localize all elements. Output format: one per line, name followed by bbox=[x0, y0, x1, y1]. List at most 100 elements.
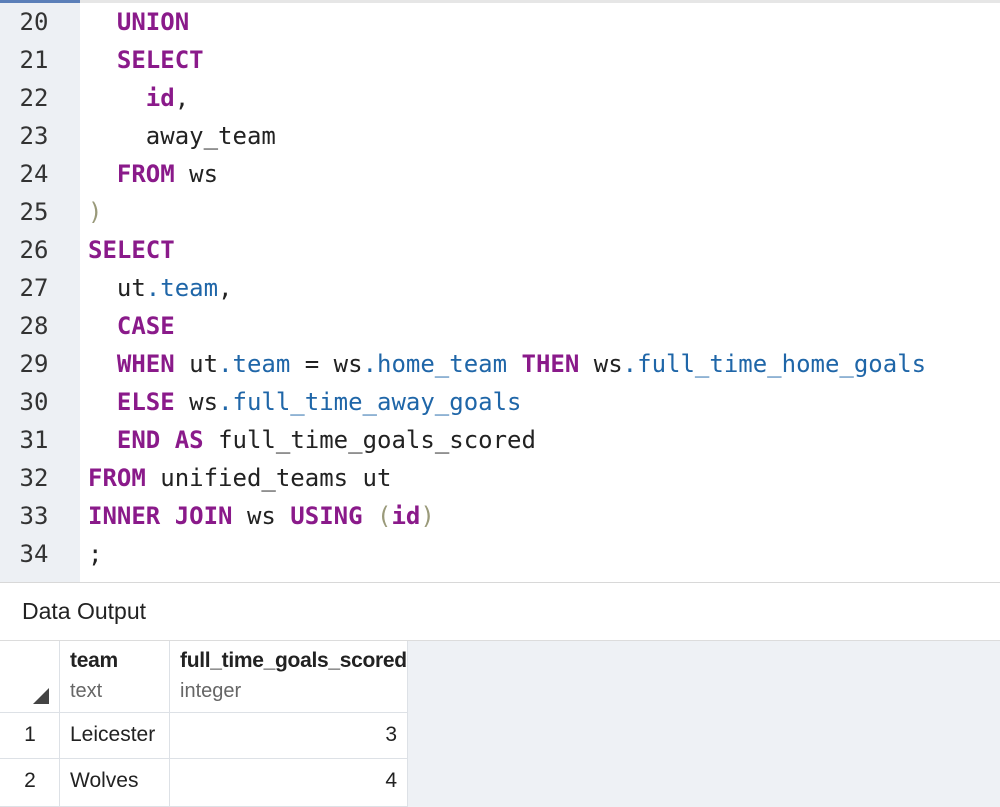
sql-token: ; bbox=[88, 540, 103, 568]
column-name: full_time_goals_scored bbox=[180, 649, 407, 672]
code-text: SELECT bbox=[88, 231, 175, 269]
line-number: 30 bbox=[19, 388, 49, 416]
column-type: integer bbox=[180, 680, 242, 702]
sql-keyword: INNER bbox=[88, 502, 161, 530]
sql-token: ws bbox=[174, 160, 219, 188]
sql-keyword: id bbox=[145, 84, 175, 112]
sql-property: .home_team bbox=[362, 350, 508, 378]
sql-keyword: AS bbox=[174, 426, 204, 454]
code-text: CASE bbox=[88, 307, 175, 345]
row-number-header[interactable] bbox=[0, 641, 60, 713]
code-line[interactable]: 30 ELSE ws.full_time_away_goals bbox=[0, 383, 1000, 421]
sql-token: ws bbox=[232, 502, 291, 530]
sql-keyword: JOIN bbox=[174, 502, 233, 530]
sql-keyword: CASE bbox=[116, 312, 175, 340]
sql-keyword: SELECT bbox=[116, 46, 204, 74]
sql-token: ut bbox=[88, 274, 146, 302]
line-number: 32 bbox=[19, 464, 49, 492]
code-text: FROM unified_teams ut bbox=[88, 459, 391, 497]
code-line[interactable]: 33 INNER JOIN ws USING (id) bbox=[0, 497, 1000, 535]
sql-token bbox=[507, 350, 521, 378]
code-line[interactable]: 22 id, bbox=[0, 79, 1000, 117]
sql-property: .full_time_home_goals bbox=[622, 350, 927, 378]
sql-token bbox=[88, 8, 117, 36]
code-text: away_team bbox=[88, 117, 276, 155]
column-header-full-time-goals-scored[interactable]: full_time_goals_scored integer bbox=[170, 641, 408, 713]
code-line[interactable]: 31 END AS full_time_goals_scored bbox=[0, 421, 1000, 459]
line-number: 31 bbox=[19, 426, 49, 454]
sql-token bbox=[363, 502, 377, 530]
sql-token: away_team bbox=[88, 122, 276, 150]
line-number: 27 bbox=[19, 274, 49, 302]
corner-resize-icon bbox=[33, 688, 49, 704]
table-cell-goals[interactable]: 3 bbox=[170, 713, 408, 759]
code-text: ut.team, bbox=[88, 269, 233, 307]
sql-token bbox=[160, 502, 174, 530]
sql-token: , bbox=[174, 84, 190, 112]
row-number: 2 bbox=[24, 769, 36, 792]
sql-token bbox=[88, 84, 146, 112]
code-line[interactable]: 32 FROM unified_teams ut bbox=[0, 459, 1000, 497]
sql-token: ) bbox=[88, 198, 103, 226]
sql-token: ws bbox=[174, 388, 219, 416]
code-text: ) bbox=[88, 193, 102, 231]
code-text: FROM ws bbox=[88, 155, 218, 193]
code-line[interactable]: 29 WHEN ut.team = ws.home_team THEN ws.f… bbox=[0, 345, 1000, 383]
row-number-cell[interactable]: 1 bbox=[0, 713, 60, 759]
sql-token: ut bbox=[174, 350, 219, 378]
cell-value: Leicester bbox=[70, 723, 156, 746]
code-line[interactable]: 28 CASE bbox=[0, 307, 1000, 345]
table-cell-team[interactable]: Wolves bbox=[60, 759, 170, 807]
column-header-team[interactable]: team text bbox=[60, 641, 170, 713]
code-line[interactable]: 27 ut.team, bbox=[0, 269, 1000, 307]
line-number-gutter bbox=[0, 3, 80, 582]
code-line[interactable]: 26 SELECT bbox=[0, 231, 1000, 269]
code-line[interactable]: 25) bbox=[0, 193, 1000, 231]
row-number-cell[interactable]: 2 bbox=[0, 759, 60, 807]
code-line[interactable]: 20 UNION bbox=[0, 3, 1000, 41]
table-cell-team[interactable]: Leicester bbox=[60, 713, 170, 759]
cell-value: Wolves bbox=[70, 769, 139, 792]
line-number: 34 bbox=[19, 540, 49, 568]
sql-keyword: USING bbox=[290, 502, 363, 530]
sql-keyword: END bbox=[116, 426, 161, 454]
code-line[interactable]: 23 away_team bbox=[0, 117, 1000, 155]
sql-token bbox=[88, 426, 117, 454]
cell-value: 3 bbox=[385, 723, 397, 746]
line-number: 26 bbox=[19, 236, 49, 264]
line-number: 28 bbox=[19, 312, 49, 340]
code-line[interactable]: 34; bbox=[0, 535, 1000, 573]
sql-property: .team bbox=[218, 350, 291, 378]
sql-token bbox=[88, 160, 117, 188]
code-line[interactable]: 21 SELECT bbox=[0, 41, 1000, 79]
panel-divider[interactable] bbox=[0, 582, 1000, 583]
sql-property: .team bbox=[145, 274, 219, 302]
line-number: 33 bbox=[19, 502, 49, 530]
code-text: INNER JOIN ws USING (id) bbox=[88, 497, 435, 535]
code-text: ELSE ws.full_time_away_goals bbox=[88, 383, 522, 421]
column-type: text bbox=[70, 680, 103, 702]
code-text: id, bbox=[88, 79, 189, 117]
code-text: UNION bbox=[88, 3, 189, 41]
sql-token bbox=[88, 388, 117, 416]
sql-token: full_time_goals_scored bbox=[203, 426, 536, 454]
sql-token bbox=[160, 426, 174, 454]
sql-property: .full_time_away_goals bbox=[218, 388, 522, 416]
editor-top-accent bbox=[0, 0, 80, 3]
sql-token: ) bbox=[420, 502, 435, 530]
line-number: 24 bbox=[19, 160, 49, 188]
sql-keyword: FROM bbox=[88, 464, 146, 492]
code-line[interactable]: 24 FROM ws bbox=[0, 155, 1000, 193]
tab-data-output[interactable]: Data Output bbox=[22, 598, 147, 624]
sql-token: = ws bbox=[290, 350, 363, 378]
sql-keyword: UNION bbox=[116, 8, 190, 36]
sql-keyword: THEN bbox=[521, 350, 580, 378]
editor-top-border bbox=[0, 0, 1000, 3]
sql-keyword: id bbox=[391, 502, 421, 530]
data-output-grid: team text full_time_goals_scored integer… bbox=[0, 641, 1000, 807]
sql-token: , bbox=[218, 274, 233, 302]
table-cell-goals[interactable]: 4 bbox=[170, 759, 408, 807]
row-number: 1 bbox=[24, 723, 36, 746]
sql-keyword: FROM bbox=[116, 160, 175, 188]
